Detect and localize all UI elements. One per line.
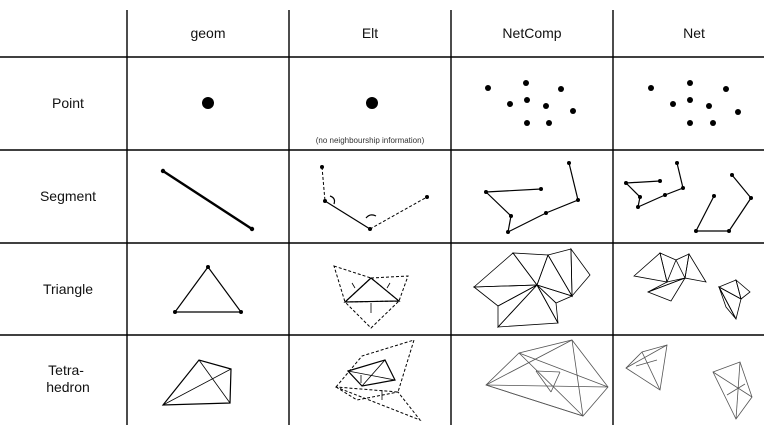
tetrahedron-elt-cell xyxy=(334,339,422,422)
point-netcomp-cell xyxy=(485,80,576,126)
triangle-net-cell xyxy=(633,252,751,321)
table-grid xyxy=(0,10,764,425)
point-dot xyxy=(202,97,214,109)
column-header-netcomp: NetComp xyxy=(502,25,561,41)
column-header-geom: geom xyxy=(190,25,225,41)
triangle-geom-cell xyxy=(173,265,243,314)
tetrahedron-geom-cell xyxy=(161,359,232,406)
point-net-cell xyxy=(648,80,741,126)
row-header-segment: Segment xyxy=(40,188,96,204)
row-header-tetrahedron: Tetra- hedron xyxy=(46,362,90,395)
row-header-triangle: Triangle xyxy=(43,281,93,297)
triangle-elt-cell xyxy=(333,265,409,329)
segment-netcomp-cell xyxy=(484,161,580,234)
column-header-elt: Elt xyxy=(362,25,378,41)
row-header-point: Point xyxy=(52,95,84,111)
triangle-netcomp-cell xyxy=(472,247,591,329)
segment-net-cell xyxy=(624,161,753,233)
segment-geom-cell xyxy=(160,168,255,232)
tetrahedron-netcomp-cell xyxy=(485,339,609,417)
point-geom-cell xyxy=(202,97,214,109)
tetrahedron-net-cell xyxy=(625,344,753,420)
point-elt-cell: (no neighbourship information) xyxy=(316,97,425,145)
column-header-net: Net xyxy=(683,25,705,41)
segment-elt-cell xyxy=(320,165,429,231)
point-dot xyxy=(366,97,378,109)
no-neighbourship-note: (no neighbourship information) xyxy=(316,136,425,145)
